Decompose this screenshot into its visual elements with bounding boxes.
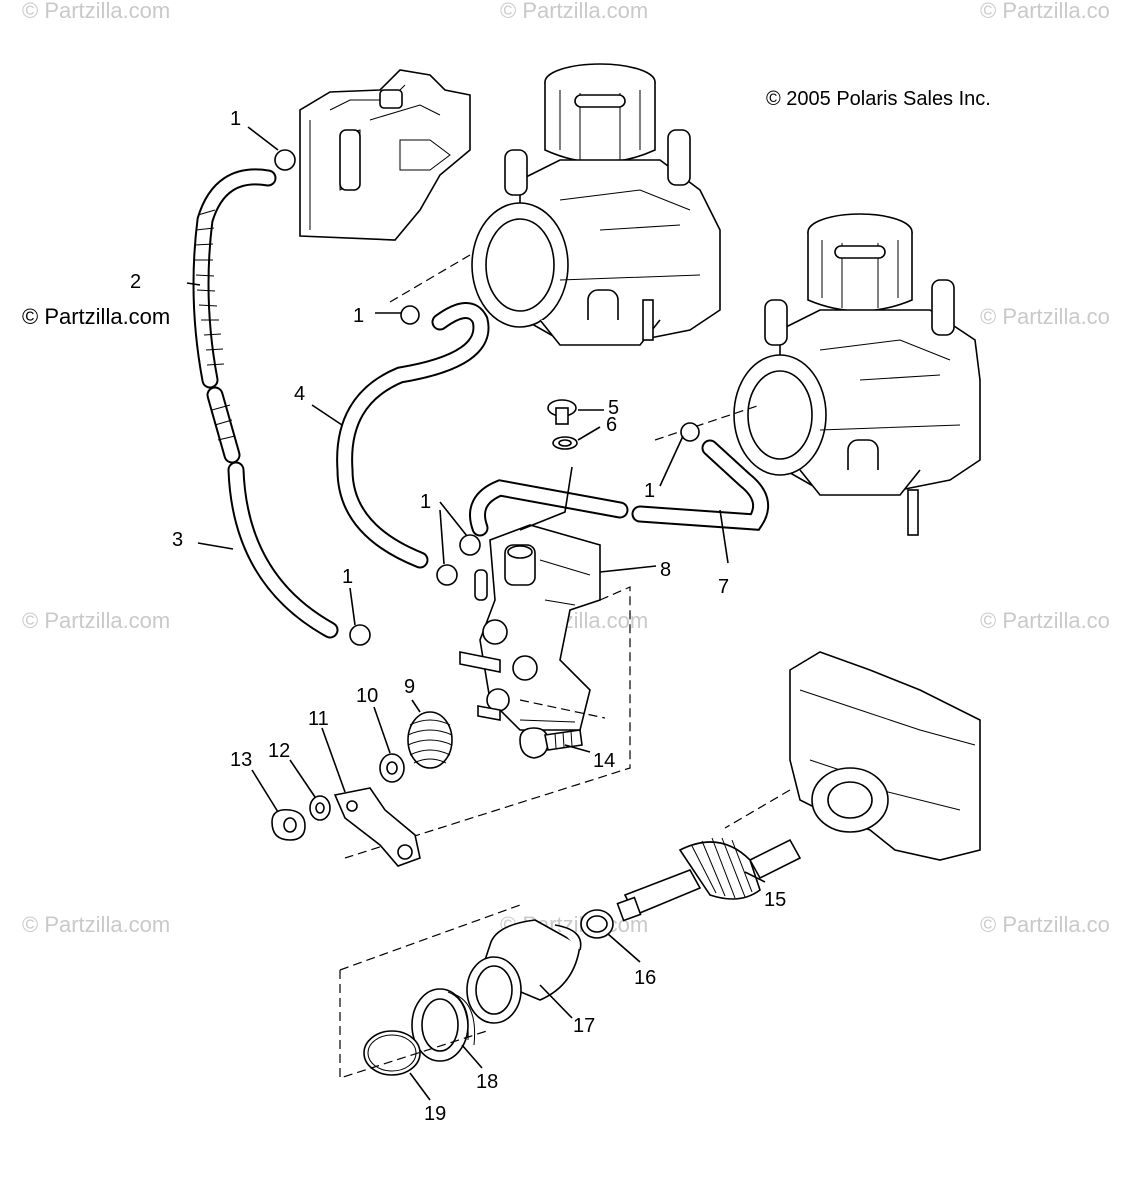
watermark-row3-left: © Partzilla.com <box>22 608 170 633</box>
callout-1-carb2: 1 <box>644 480 655 502</box>
callout-15: 15 <box>764 889 786 911</box>
carburetor-upper <box>389 63 721 346</box>
bolt <box>519 727 583 759</box>
callout-1-carb: 1 <box>353 305 364 327</box>
engine-block-lower <box>724 651 981 861</box>
hoses <box>192 168 770 639</box>
clamps <box>274 149 700 646</box>
callout-14: 14 <box>593 750 615 772</box>
watermark-top-right: © Partzilla.co <box>980 0 1110 23</box>
callout-3: 3 <box>172 529 183 551</box>
callout-10: 10 <box>356 685 378 707</box>
callout-19: 19 <box>424 1103 446 1125</box>
watermark-row3-right: © Partzilla.co <box>980 608 1110 633</box>
callout-1-top: 1 <box>230 108 241 130</box>
callout-2: 2 <box>130 271 141 293</box>
callout-17: 17 <box>573 1015 595 1037</box>
copyright-notice: © 2005 Polaris Sales Inc. <box>766 88 991 110</box>
callout-1-pump: 1 <box>420 491 431 513</box>
callout-5: 5 <box>608 397 619 419</box>
callout-9: 9 <box>404 676 415 698</box>
callout-7: 7 <box>718 576 729 598</box>
callout-12: 12 <box>268 740 290 762</box>
callout-1-lower: 1 <box>342 566 353 588</box>
watermark-top-center: © Partzilla.com <box>500 0 648 23</box>
callout-11: 11 <box>308 708 329 730</box>
callout-numbers: 1 2 1 4 5 6 1 1 7 8 3 1 9 10 11 12 13 14… <box>130 108 786 1125</box>
carburetor-lower <box>654 213 981 536</box>
bushing-set <box>339 904 614 1079</box>
callout-6: 6 <box>606 414 617 436</box>
watermark-row4-right: © Partzilla.co <box>980 912 1110 937</box>
callout-16: 16 <box>634 967 656 989</box>
watermark-mid-left: © Partzilla.com <box>22 304 170 329</box>
watermark-mid-right: © Partzilla.co <box>980 304 1110 329</box>
oil-pump <box>344 524 631 859</box>
lever-assembly <box>271 711 453 867</box>
callout-8: 8 <box>660 559 671 581</box>
callout-18: 18 <box>476 1071 498 1093</box>
plug-and-washer <box>547 399 578 450</box>
watermark-row4-left: © Partzilla.com <box>22 912 170 937</box>
engine-block-top <box>299 69 471 241</box>
callout-13: 13 <box>230 749 252 771</box>
leader-lines <box>186 126 766 1101</box>
drive-gear <box>616 837 802 922</box>
callout-4: 4 <box>294 383 305 405</box>
watermark-top-left: © Partzilla.com <box>22 0 170 23</box>
